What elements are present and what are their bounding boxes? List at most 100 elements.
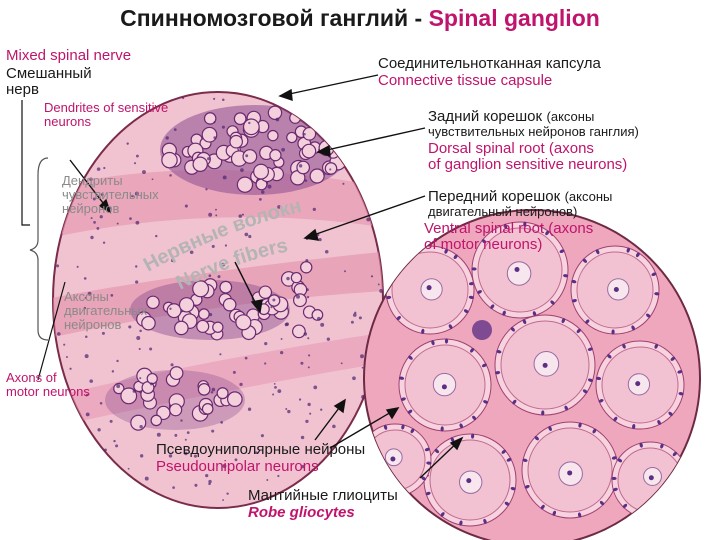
nucleus-dot xyxy=(58,410,62,413)
gliocyte-nucleus xyxy=(477,290,482,294)
nucleus-dot xyxy=(115,444,119,448)
neuron-body xyxy=(161,151,178,169)
nucleus-dot xyxy=(86,470,91,475)
gliocyte-nucleus xyxy=(468,282,475,286)
nucleus-dot xyxy=(287,409,291,414)
neuron-body xyxy=(226,391,243,408)
neuron-body xyxy=(236,176,254,193)
nucleus-dot xyxy=(259,197,262,201)
neuron-body xyxy=(212,321,224,333)
neuron-body xyxy=(286,131,298,144)
nucleus-dot xyxy=(353,422,356,425)
nucleus-dot xyxy=(135,154,139,158)
nucleus-dot xyxy=(184,438,187,441)
gliocyte-nucleus xyxy=(440,426,444,432)
gliocyte-nucleus xyxy=(552,510,557,516)
nucleus-dot xyxy=(222,499,225,501)
gliocyte-nucleus xyxy=(582,389,588,394)
nucleus-dot xyxy=(205,473,209,478)
nucleus-dot xyxy=(127,467,130,470)
nucleus-dot xyxy=(208,312,213,317)
gliocyte-nucleus xyxy=(576,328,581,334)
dark-nucleus xyxy=(472,320,492,340)
ventral-root-ru-sub-label: двигательный нейронов) xyxy=(428,204,578,219)
nucleus-dot xyxy=(307,366,310,369)
capsule-ru-label: Соединительнотканная капсула xyxy=(378,55,601,72)
motor-axons-en-label: Axons of motor neurons xyxy=(6,370,90,400)
nucleolus xyxy=(426,285,432,291)
nucleus-dot xyxy=(335,466,339,470)
gliocyte-nucleus xyxy=(635,252,640,258)
gliocyte-nucleus xyxy=(587,347,593,351)
nucleus-dot xyxy=(296,294,300,299)
nucleus-dot xyxy=(63,343,66,346)
nucleus-dot xyxy=(357,133,360,136)
neuron-body xyxy=(235,314,252,331)
gliocyte-nucleus xyxy=(522,319,527,325)
nucleus-dot xyxy=(378,202,381,205)
neuron-body xyxy=(169,366,184,381)
gliocyte-nucleus xyxy=(534,436,539,441)
nucleus-dot xyxy=(155,234,158,238)
gliocyte-nucleus xyxy=(431,340,435,346)
nucleus-dot xyxy=(326,337,331,341)
gliocyte-nucleus xyxy=(611,456,617,460)
nucleus-dot xyxy=(217,275,221,279)
nucleus-dot xyxy=(342,182,345,185)
nucleus-dot xyxy=(76,265,79,268)
nucleus-dot xyxy=(270,306,273,309)
gliocyte-nucleus xyxy=(660,443,664,449)
gliocyte-nucleus xyxy=(607,354,612,359)
gliocyte-nucleus xyxy=(472,415,477,421)
gliocyte-nucleus xyxy=(407,409,413,414)
nucleolus xyxy=(466,478,472,484)
nucleus-dot xyxy=(308,354,311,357)
mantle-gliocytes-en-label: Robe gliocytes xyxy=(248,504,355,521)
gliocyte-nucleus xyxy=(582,258,588,263)
gliocyte-nucleus xyxy=(563,274,569,278)
gliocyte-nucleus xyxy=(421,476,426,481)
nucleus-dot xyxy=(168,454,173,458)
gliocyte-nucleus xyxy=(481,239,487,244)
neuron-body xyxy=(300,261,313,274)
nucleus-dot xyxy=(298,398,302,401)
neuron-nucleus xyxy=(420,278,443,301)
nucleus-dot xyxy=(241,213,245,216)
nucleus-dot xyxy=(139,424,143,429)
gliocyte-nucleus xyxy=(463,309,469,314)
nucleus-dot xyxy=(99,215,103,219)
gliocyte-nucleus xyxy=(444,338,449,344)
nucleus-dot xyxy=(300,435,305,440)
nucleus-dot xyxy=(273,382,276,385)
gliocyte-nucleus xyxy=(617,458,623,463)
nucleus-dot xyxy=(139,454,144,458)
nucleus-dot xyxy=(181,96,185,100)
gliocyte-nucleus xyxy=(510,327,515,332)
nucleus-dot xyxy=(84,354,89,359)
nucleolus xyxy=(567,470,573,476)
gliocyte-nucleus xyxy=(668,411,673,416)
gliocyte-nucleus xyxy=(672,451,677,457)
nucleus-dot xyxy=(133,162,137,165)
ventral-root-en-label: Ventral spinal root (axons of motor neur… xyxy=(424,220,594,254)
neuron-body xyxy=(242,149,258,164)
nucleus-dot xyxy=(126,142,129,145)
nucleus-dot xyxy=(83,306,87,310)
gliocyte-nucleus xyxy=(398,376,405,380)
nucleus-dot xyxy=(174,433,178,437)
neuron-body xyxy=(141,315,156,331)
nucleus-dot xyxy=(350,320,354,324)
nucleus-dot xyxy=(247,407,252,411)
nucleus-dot xyxy=(313,385,318,390)
nucleus-dot xyxy=(89,158,92,161)
gliocyte-nucleus xyxy=(612,487,618,492)
nucleus-dot xyxy=(89,177,93,181)
nucleus-dot xyxy=(272,298,276,302)
nucleus-dot xyxy=(261,190,265,194)
nucleus-dot xyxy=(165,136,169,140)
neuron-body xyxy=(222,297,237,312)
neuron-body xyxy=(233,112,247,126)
nucleus-dot xyxy=(180,419,183,422)
gliocyte-nucleus xyxy=(577,512,582,518)
nucleus-dot xyxy=(90,217,93,220)
